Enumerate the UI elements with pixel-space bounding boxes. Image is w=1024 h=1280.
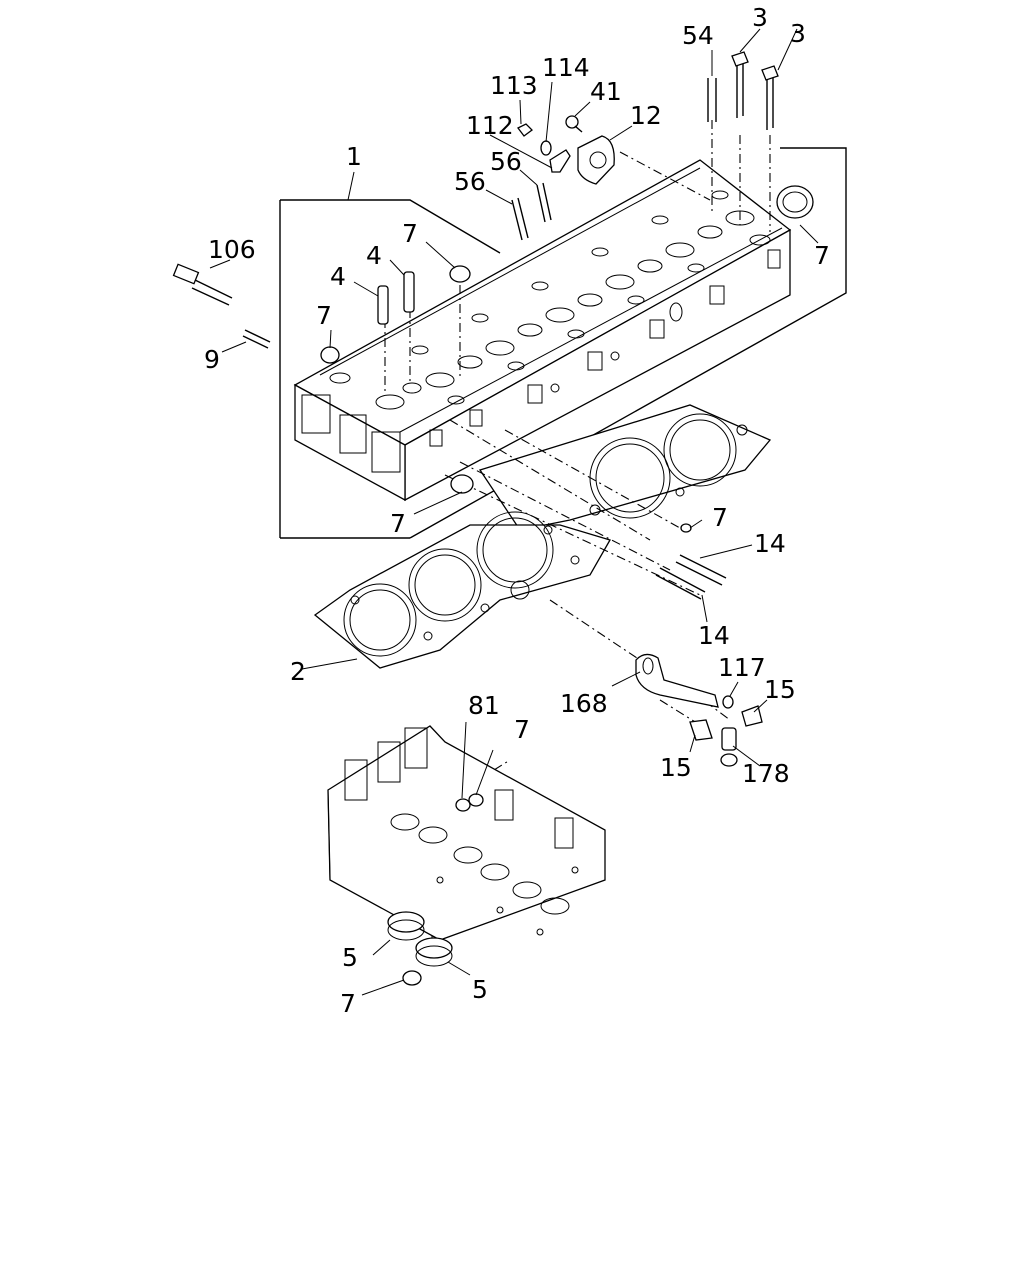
callout-15a: 15 [764, 675, 796, 704]
plug-7-gasket [680, 523, 692, 533]
bolt-41 [565, 115, 583, 133]
callout-7e: 7 [712, 503, 728, 532]
callout-7b: 7 [402, 219, 418, 248]
callout-106: 106 [208, 235, 256, 264]
stud-14b [655, 567, 706, 600]
bolt-106 [172, 263, 233, 306]
bolt-3a [731, 51, 749, 118]
hanger-168 [635, 653, 719, 708]
callout-81: 81 [468, 691, 500, 720]
plug-7-top [449, 265, 471, 283]
callout-56a: 56 [454, 167, 486, 196]
head-gasket-upper [478, 404, 772, 531]
callout-labels: 1 2 3 3 4 4 5 5 7 7 7 7 7 7 7 9 12 14 14… [204, 3, 830, 1018]
bracket-112 [549, 149, 571, 173]
plug-7-right [776, 185, 814, 219]
callout-1: 1 [346, 142, 362, 171]
callout-117: 117 [718, 653, 766, 682]
plate-12 [577, 135, 615, 185]
head-gasket-lower [313, 511, 611, 669]
callout-15b: 15 [660, 753, 692, 782]
callout-3b: 3 [790, 19, 806, 48]
cylinder-head-underside [327, 725, 606, 941]
callout-5a: 5 [342, 943, 358, 972]
cylinder-head [293, 159, 792, 502]
callout-4a: 4 [330, 262, 346, 291]
valve-seat-5b [415, 937, 453, 967]
stud-56b [536, 182, 552, 223]
valve-seat-5a [387, 911, 425, 941]
callout-4b: 4 [366, 241, 382, 270]
callout-7a: 7 [316, 301, 332, 330]
dowel-4b [403, 271, 415, 313]
stud-54 [707, 78, 717, 122]
callout-56b: 56 [490, 147, 522, 176]
callout-12: 12 [630, 101, 662, 130]
callout-5b: 5 [472, 975, 488, 1004]
plug-7-front [450, 474, 474, 494]
bolt-3b [761, 65, 779, 130]
callout-7g: 7 [340, 989, 356, 1018]
callout-112: 112 [466, 111, 514, 140]
callout-178: 178 [742, 759, 790, 788]
stud-9 [242, 329, 271, 349]
washer-114 [540, 140, 552, 156]
callout-7c: 7 [814, 241, 830, 270]
callout-41: 41 [590, 77, 622, 106]
bolt-15b [689, 719, 713, 741]
sensor-178 [720, 727, 738, 767]
dowel-4a [377, 285, 389, 325]
callout-2: 2 [290, 657, 306, 686]
plug-7-bottom [402, 970, 422, 986]
plug-7-left [320, 346, 340, 364]
explosion-lines [384, 120, 771, 950]
bolt-15a [741, 705, 763, 727]
callout-9: 9 [204, 345, 220, 374]
callout-7d: 7 [390, 509, 406, 538]
plug-7-lower [468, 793, 484, 807]
stud-56a [511, 197, 529, 241]
callout-7f: 7 [514, 715, 530, 744]
callout-113: 113 [490, 71, 538, 100]
plug-81 [455, 798, 471, 812]
callout-3a: 3 [752, 3, 768, 32]
callout-14b: 14 [698, 621, 730, 650]
leader-lines [209, 28, 819, 996]
callout-14a: 14 [754, 529, 786, 558]
callout-114: 114 [542, 53, 590, 82]
callout-168: 168 [560, 689, 608, 718]
stud-14a [675, 554, 727, 586]
nut-113 [517, 123, 533, 137]
cylinder-head-assembly-frame [279, 147, 847, 539]
callout-54: 54 [682, 21, 714, 50]
washer-117 [722, 695, 734, 709]
